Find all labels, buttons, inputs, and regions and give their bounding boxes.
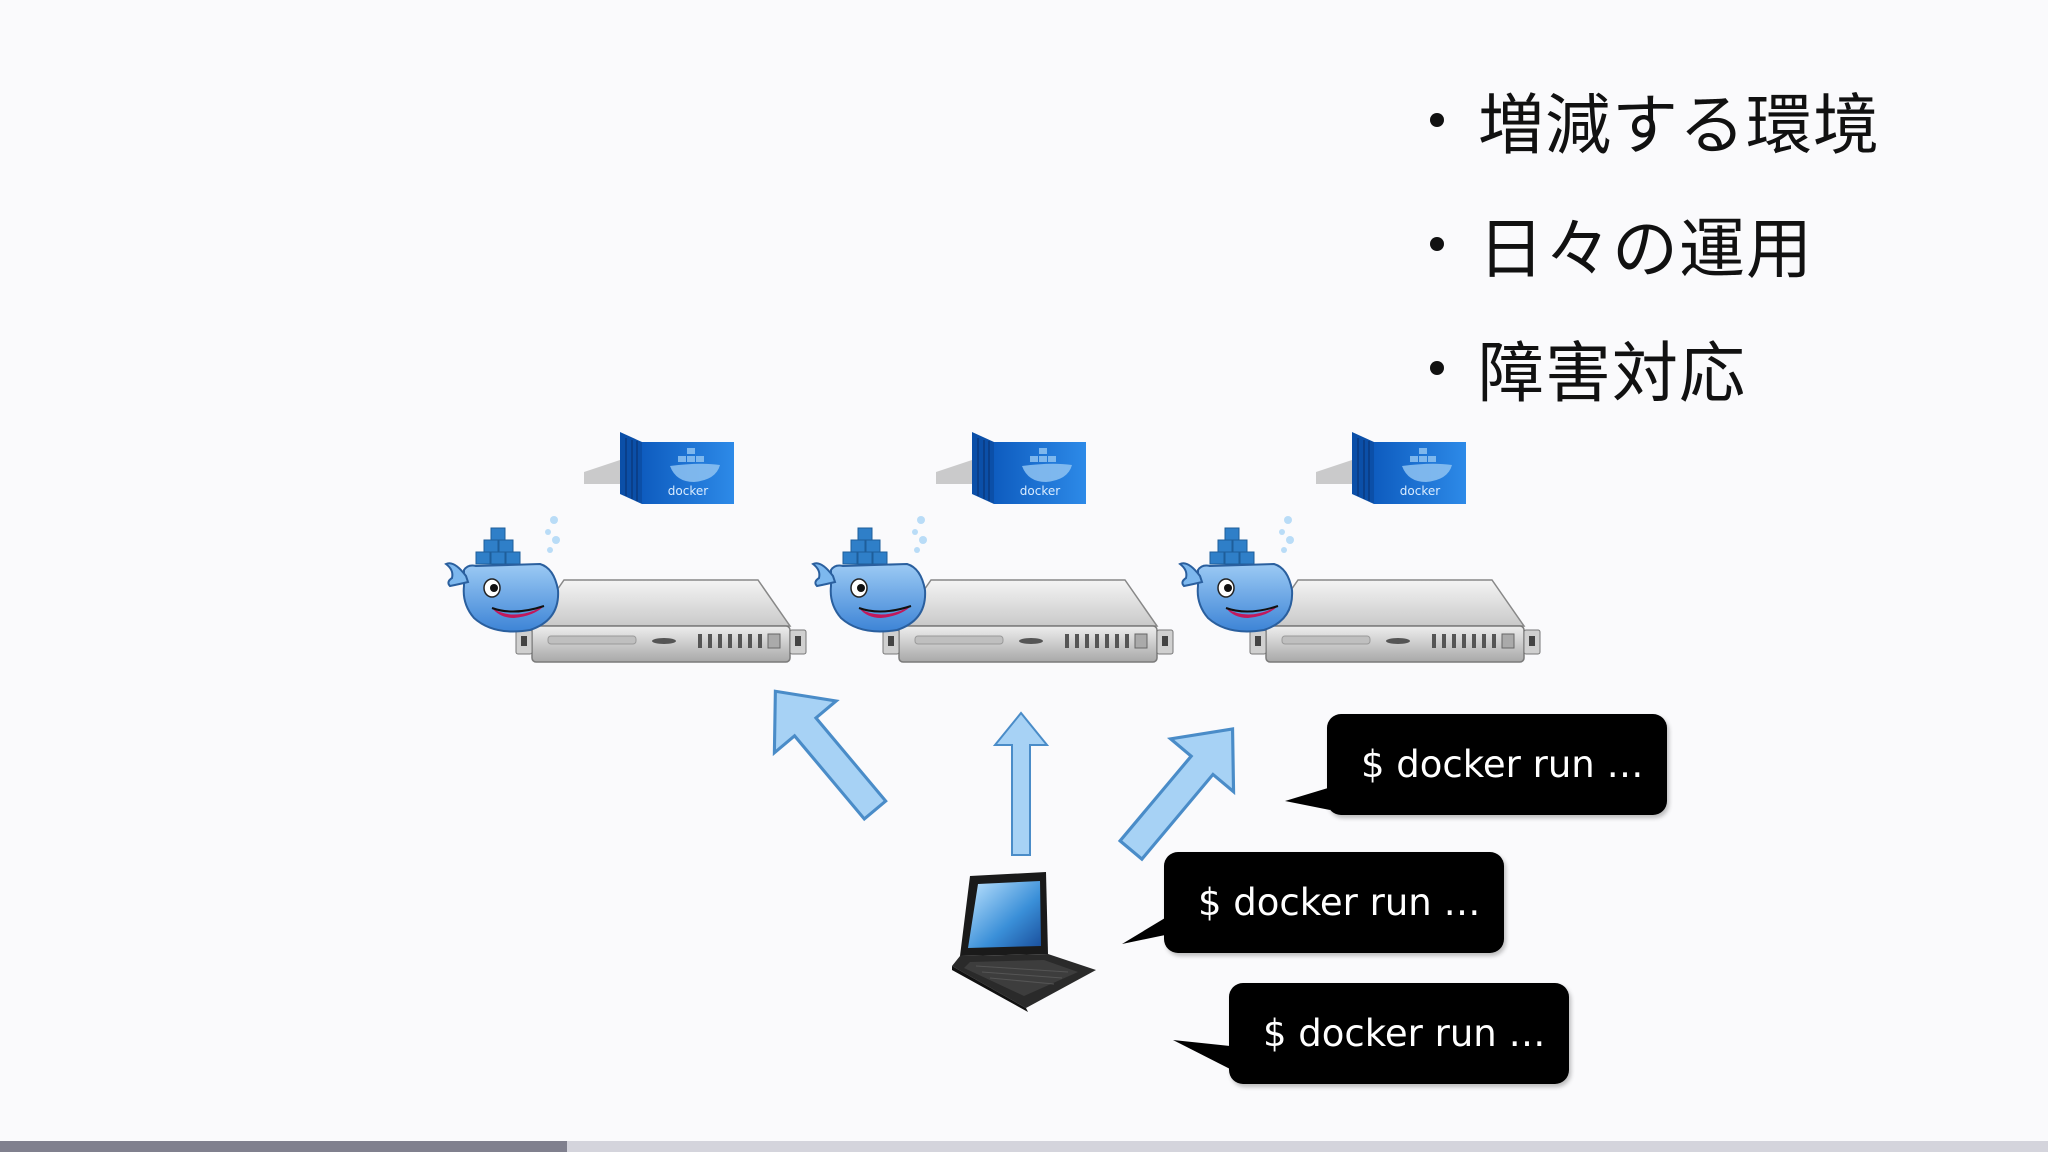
arrow-up-icon bbox=[772, 689, 888, 822]
docker-whale-icon bbox=[445, 515, 561, 633]
server-icon bbox=[1249, 579, 1541, 663]
bullet-dot bbox=[1430, 113, 1444, 127]
docker-whale-icon bbox=[1179, 515, 1295, 633]
bubble-tail bbox=[1173, 1040, 1232, 1070]
bubble-text: $ docker run … bbox=[1361, 743, 1644, 786]
bullet-item: 増減する環境 bbox=[1430, 58, 1880, 182]
speech-bubble: $ docker run … bbox=[1229, 983, 1569, 1084]
speech-bubble: $ docker run … bbox=[1327, 714, 1667, 815]
server-icon bbox=[882, 579, 1174, 663]
bullet-text: 障害対応 bbox=[1478, 335, 1746, 412]
server-icon bbox=[515, 579, 807, 663]
slide-progress-bar bbox=[0, 1141, 2048, 1152]
bullet-item: 日々の運用 bbox=[1430, 182, 1880, 306]
arrow-up-icon bbox=[1117, 727, 1236, 862]
docker-whale-icon bbox=[812, 515, 928, 633]
bullet-dot bbox=[1430, 237, 1444, 251]
bubble-tail bbox=[1122, 918, 1170, 944]
bubble-tail bbox=[1285, 788, 1330, 810]
laptop-icon bbox=[952, 872, 1096, 1012]
speech-bubble: $ docker run … bbox=[1164, 852, 1504, 953]
arrow-up-icon bbox=[992, 711, 1050, 856]
docker-container-icon bbox=[935, 431, 1087, 505]
bullet-text: 増減する環境 bbox=[1478, 87, 1880, 164]
bubble-text: $ docker run … bbox=[1263, 1012, 1546, 1055]
docker-container-icon bbox=[583, 431, 735, 505]
slide-progress-fill bbox=[0, 1141, 568, 1152]
bullet-item: 障害対応 bbox=[1430, 306, 1880, 430]
docker-container-icon bbox=[1315, 431, 1467, 505]
bullet-dot bbox=[1430, 361, 1444, 375]
bullet-list: 増減する環境 日々の運用 障害対応 bbox=[1430, 58, 1880, 430]
bullet-text: 日々の運用 bbox=[1478, 211, 1813, 288]
bubble-text: $ docker run … bbox=[1198, 881, 1481, 924]
